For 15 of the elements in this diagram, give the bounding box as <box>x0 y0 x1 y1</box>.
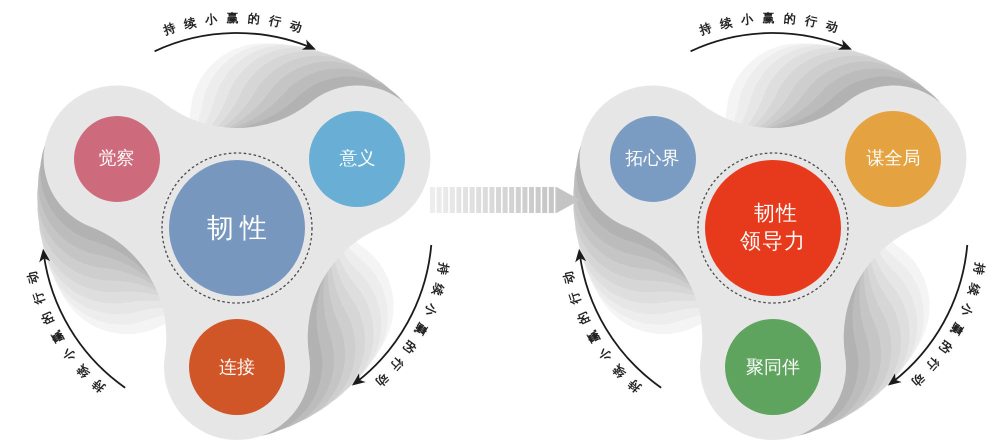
arc-label: 持续小赢的行动 <box>698 11 848 38</box>
arc-label: 持续小赢的行动 <box>902 262 988 396</box>
arc-label: 持续小赢的行动 <box>366 262 452 396</box>
concept-label: 意义 <box>339 147 376 170</box>
arc-label: 持续小赢的行动 <box>22 262 108 396</box>
concept-label: 拓心界 <box>626 147 680 170</box>
concept-label: 韧性领导力 <box>739 201 807 255</box>
concept-label: 觉察 <box>98 147 135 170</box>
concept-label: 谋全局 <box>866 147 920 170</box>
concept-label: 韧性 <box>206 212 273 245</box>
arc-label: 持续小赢的行动 <box>162 11 312 38</box>
arc-label: 持续小赢的行动 <box>558 262 644 396</box>
concept-label: 聚同伴 <box>746 356 800 378</box>
concept-label: 连接 <box>219 356 255 378</box>
striped-arrow <box>430 187 580 213</box>
